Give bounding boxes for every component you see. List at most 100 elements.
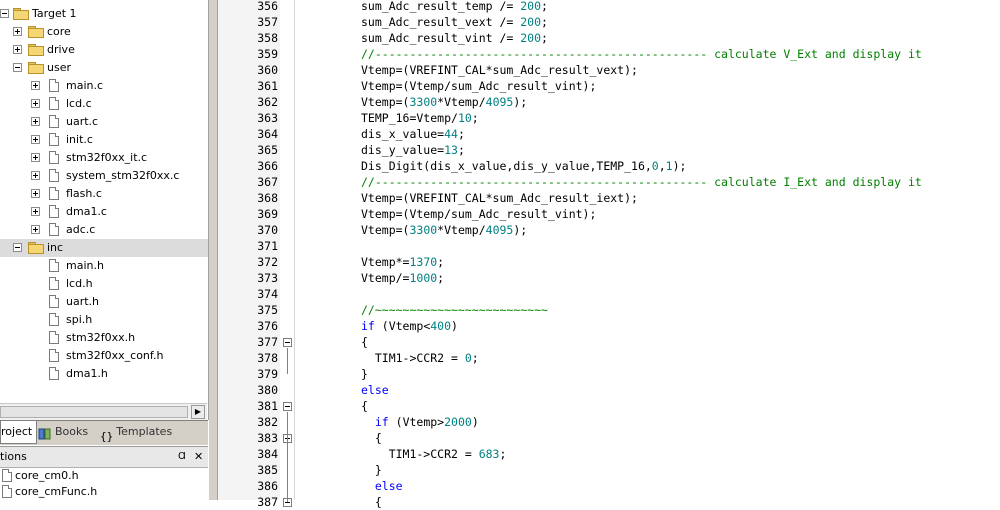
code-line[interactable]: 386 else <box>218 478 1000 494</box>
file-icon <box>49 223 59 236</box>
file-icon <box>49 97 59 110</box>
expand-icon[interactable] <box>31 117 40 126</box>
code-line[interactable]: 374 <box>218 286 1000 302</box>
tree-file[interactable]: uart.c <box>0 113 208 131</box>
tree-file[interactable]: flash.c <box>0 185 208 203</box>
code-line[interactable]: 385 } <box>218 462 1000 478</box>
collapse-icon[interactable] <box>13 63 22 72</box>
code-line[interactable]: 377{ <box>218 334 1000 350</box>
expand-icon[interactable] <box>31 99 40 108</box>
line-number: 377 <box>257 335 278 349</box>
code-line[interactable]: 367//-----------------------------------… <box>218 174 1000 190</box>
collapse-icon[interactable] <box>13 243 22 252</box>
tab-project[interactable]: roject <box>0 421 37 444</box>
scroll-right-arrow-icon[interactable]: ▶ <box>191 405 205 419</box>
panel-splitter[interactable] <box>209 0 218 500</box>
expand-icon[interactable] <box>31 135 40 144</box>
tree-file[interactable]: dma1.c <box>0 203 208 221</box>
code-text: //--------------------------------------… <box>361 175 922 189</box>
code-line[interactable]: 384 TIM1->CCR2 = 683; <box>218 446 1000 462</box>
tree-folder[interactable]: core <box>0 23 208 41</box>
fold-margin[interactable] <box>280 0 295 500</box>
code-text: //~~~~~~~~~~~~~~~~~~~~~~~~~ <box>361 303 548 317</box>
expand-icon[interactable] <box>31 153 40 162</box>
tree-folder[interactable]: user <box>0 59 208 77</box>
expand-icon[interactable] <box>31 225 40 234</box>
tree-file[interactable]: stm32f0xx_conf.h <box>0 347 208 365</box>
tree-file[interactable]: uart.h <box>0 293 208 311</box>
tree-file[interactable]: main.c <box>0 77 208 95</box>
code-text: Vtemp=(3300*Vtemp/4095); <box>361 95 528 109</box>
fold-collapse-icon[interactable] <box>283 402 292 411</box>
file-icon <box>49 187 59 200</box>
folder-icon <box>28 44 44 56</box>
fold-collapse-icon[interactable] <box>283 338 292 347</box>
code-text: TIM1->CCR2 = 0; <box>361 351 479 365</box>
code-line[interactable]: 371 <box>218 238 1000 254</box>
tree-file[interactable]: dma1.h <box>0 365 208 383</box>
code-line[interactable]: 387 { <box>218 494 1000 510</box>
code-text: else <box>361 383 389 397</box>
code-text: sum_Adc_result_vext /= 200; <box>361 15 548 29</box>
expand-icon[interactable] <box>31 81 40 90</box>
expand-icon[interactable] <box>31 171 40 180</box>
tree-folder[interactable]: inc <box>0 239 208 257</box>
line-number: 375 <box>257 303 278 317</box>
file-icon <box>49 349 59 362</box>
tree-file[interactable]: lcd.c <box>0 95 208 113</box>
fold-guide-line <box>287 348 288 374</box>
code-line[interactable]: 383 { <box>218 430 1000 446</box>
code-line[interactable]: 381{ <box>218 398 1000 414</box>
tree-folder[interactable]: drive <box>0 41 208 59</box>
horizontal-scrollbar[interactable]: ▶ <box>0 403 207 420</box>
tab-books[interactable]: Books <box>38 421 94 443</box>
tree-file[interactable]: stm32f0xx_it.c <box>0 149 208 167</box>
code-line[interactable]: 382 if (Vtemp>2000) <box>218 414 1000 430</box>
code-line[interactable]: 379} <box>218 366 1000 382</box>
tab-templates[interactable]: {}Templates <box>100 421 205 443</box>
tree-file[interactable]: adc.c <box>0 221 208 239</box>
books-icon <box>38 426 52 440</box>
tree-file[interactable]: system_stm32f0xx.c <box>0 167 208 185</box>
tree-file[interactable]: stm32f0xx.h <box>0 329 208 347</box>
close-icon[interactable]: ✕ <box>194 450 204 463</box>
tree-file[interactable]: main.h <box>0 257 208 275</box>
collapse-icon[interactable] <box>0 9 9 18</box>
expand-icon[interactable] <box>13 27 22 36</box>
code-line[interactable]: 375 //~~~~~~~~~~~~~~~~~~~~~~~~~ <box>218 302 1000 318</box>
expand-icon[interactable] <box>13 45 22 54</box>
line-number: 371 <box>257 239 278 253</box>
expand-icon[interactable] <box>31 207 40 216</box>
scrollbar-thumb[interactable] <box>0 406 188 418</box>
tree-file[interactable]: spi.h <box>0 311 208 329</box>
code-text: Dis_Digit(dis_x_value,dis_y_value,TEMP_1… <box>361 159 687 173</box>
code-line[interactable]: 378 TIM1->CCR2 = 0; <box>218 350 1000 366</box>
tree-folder[interactable]: Target 1 <box>0 5 208 23</box>
templates-icon: {} <box>100 430 114 443</box>
code-line[interactable]: 359//-----------------------------------… <box>218 46 1000 62</box>
functions-panel-title: tions <box>0 450 27 463</box>
expand-icon[interactable] <box>31 189 40 198</box>
tree-file[interactable]: lcd.h <box>0 275 208 293</box>
pin-icon[interactable]: Ɑ <box>178 451 186 462</box>
tree-file[interactable]: init.c <box>0 131 208 149</box>
